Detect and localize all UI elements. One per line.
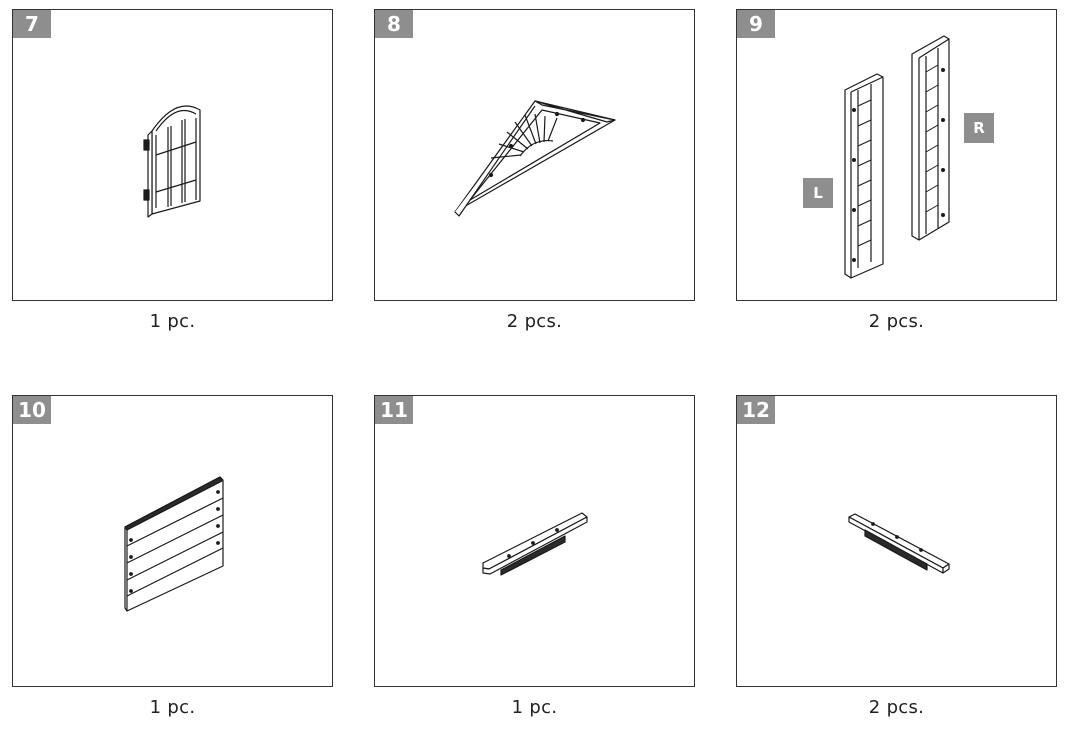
side-posts-icon [844, 35, 950, 279]
part-number-badge: 7 [13, 10, 51, 38]
part-card-10: 10 [12, 395, 333, 718]
part-card-7: 7 1 pc. [12, 9, 333, 332]
part-number-badge: 12 [737, 396, 775, 424]
part-number-badge: 10 [13, 396, 51, 424]
part-frame: 8 [374, 9, 695, 301]
part-quantity: 1 pc. [511, 697, 558, 718]
part-frame: 7 [12, 9, 333, 301]
beam-icon [482, 512, 588, 576]
part-quantity: 2 pcs. [868, 697, 925, 718]
right-label: R [964, 113, 994, 143]
part-frame: 11 [374, 395, 695, 687]
left-label: L [803, 178, 833, 208]
part-number-badge: 11 [375, 396, 413, 424]
arched-door-icon [143, 105, 201, 218]
part-quantity: 2 pcs. [868, 311, 925, 332]
part-number-badge: 8 [375, 10, 413, 38]
gable-triangle-icon [454, 100, 616, 217]
part-quantity: 2 pcs. [506, 311, 563, 332]
part-frame: 12 [736, 395, 1057, 687]
part-quantity: 1 pc. [149, 311, 196, 332]
part-quantity: 1 pc. [149, 697, 196, 718]
part-card-9: 9 [736, 9, 1057, 332]
slat-panel-icon [124, 476, 224, 612]
beam-icon [848, 513, 950, 574]
part-card-12: 12 2 pcs. [736, 395, 1057, 718]
part-card-11: 11 1 pc. [374, 395, 695, 718]
part-frame: 9 [736, 9, 1057, 301]
part-card-8: 8 [374, 9, 695, 332]
part-number-badge: 9 [737, 10, 775, 38]
part-frame: 10 [12, 395, 333, 687]
